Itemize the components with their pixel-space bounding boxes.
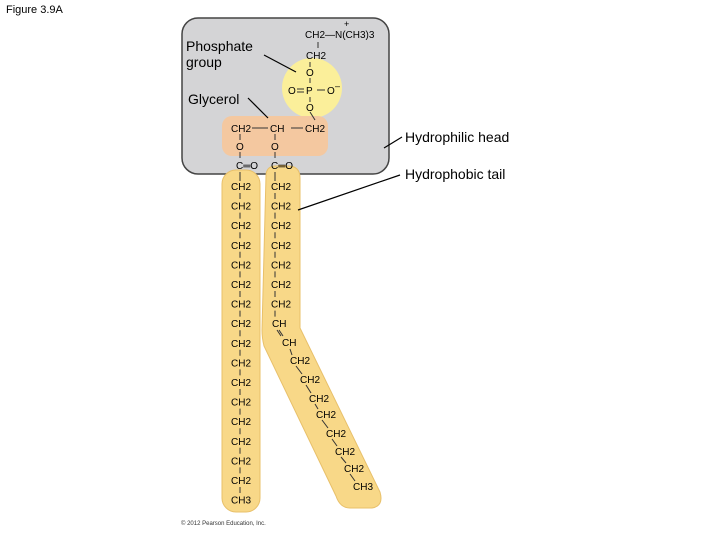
tail-kinked — [261, 165, 382, 509]
phosphate-group-label: Phosphate group — [186, 38, 253, 70]
left-tail-atom: CH2 — [231, 398, 251, 409]
figure-title: Figure 3.9A — [6, 4, 63, 16]
right-tail-atom: CH — [272, 319, 286, 330]
left-tail-atom: CH3 — [231, 496, 251, 507]
left-tail-atom: CH2 — [231, 437, 251, 448]
carbonyl-right: C═O — [271, 161, 293, 172]
right-tail-atom: CH — [282, 338, 296, 349]
ester-o-left: O — [236, 142, 244, 153]
glycerol-pointer — [247, 97, 269, 119]
left-tail-atom: CH2 — [231, 260, 251, 271]
phosphate-o-top: O — [306, 68, 314, 79]
hydrophilic-pointer — [383, 136, 403, 149]
phosphate-minus: – — [335, 81, 340, 91]
tail-atoms: CH2CH2CH2CH2CH2CH2CH2CH2CH2CH2CH2CH2CH2C… — [231, 182, 373, 507]
right-tail-atom: CH2 — [326, 429, 346, 440]
glycerol-ch: CH — [270, 124, 284, 135]
right-tail-atom: CH2 — [271, 182, 291, 193]
right-tail-atom: CH2 — [271, 221, 291, 232]
left-tail-atom: CH2 — [231, 280, 251, 291]
chain-bond-lines — [239, 172, 356, 493]
phosphate-o-bottom: O — [306, 103, 314, 114]
right-tail-atom: CH2 — [271, 300, 291, 311]
hydrophilic-head-label: Hydrophilic head — [405, 129, 510, 145]
phosphate-o-minus: O — [327, 86, 335, 97]
right-tail-atom: CH2 — [316, 410, 336, 421]
tail-straight — [221, 169, 261, 513]
right-tail-atom: CH2 — [344, 464, 364, 475]
carbonyl-left: C═O — [236, 161, 258, 172]
phosphate-p: P — [306, 86, 313, 97]
left-tail-atom: CH2 — [231, 319, 251, 330]
left-tail-atom: CH2 — [231, 417, 251, 428]
hydrophobic-tail-label: Hydrophobic tail — [405, 166, 506, 182]
left-tail-atom: CH2 — [231, 358, 251, 369]
phosphate-o-double: O — [288, 86, 296, 97]
copyright-notice: © 2012 Pearson Education, Inc. — [181, 521, 266, 527]
phosphate-highlight — [282, 58, 342, 118]
left-tail-atom: CH2 — [231, 456, 251, 467]
glycerol-ch2-right: CH2 — [305, 124, 325, 135]
right-tail-atom: CH3 — [353, 482, 373, 493]
left-tail-atom: CH2 — [231, 300, 251, 311]
glycerol-label: Glycerol — [188, 91, 240, 107]
ester-o-right: O — [271, 142, 279, 153]
left-tail-atom: CH2 — [231, 221, 251, 232]
left-tail-atom: CH2 — [231, 476, 251, 487]
right-tail-atom: CH2 — [271, 280, 291, 291]
left-tail-atom: CH2 — [231, 241, 251, 252]
right-tail-atom: CH2 — [300, 375, 320, 386]
right-tail-atom: CH2 — [309, 394, 329, 405]
bond-lines — [239, 42, 325, 158]
left-tail-atom: CH2 — [231, 202, 251, 213]
right-tail-atom: CH2 — [335, 447, 355, 458]
right-tail-atom: CH2 — [271, 260, 291, 271]
head-ch2: CH2 — [306, 51, 326, 62]
glycerol-ch2-left: CH2 — [231, 124, 251, 135]
choline-group: CH2—N(CH3)3 — [305, 30, 375, 41]
choline-charge: + — [344, 19, 349, 29]
hydrophobic-pointer — [297, 174, 401, 211]
left-tail-atom: CH2 — [231, 378, 251, 389]
right-tail-atom: CH2 — [271, 241, 291, 252]
right-tail-atom: CH2 — [271, 202, 291, 213]
left-tail-atom: CH2 — [231, 339, 251, 350]
right-tail-atom: CH2 — [290, 356, 310, 367]
left-tail-atom: CH2 — [231, 182, 251, 193]
phosphate-pointer — [263, 54, 297, 73]
